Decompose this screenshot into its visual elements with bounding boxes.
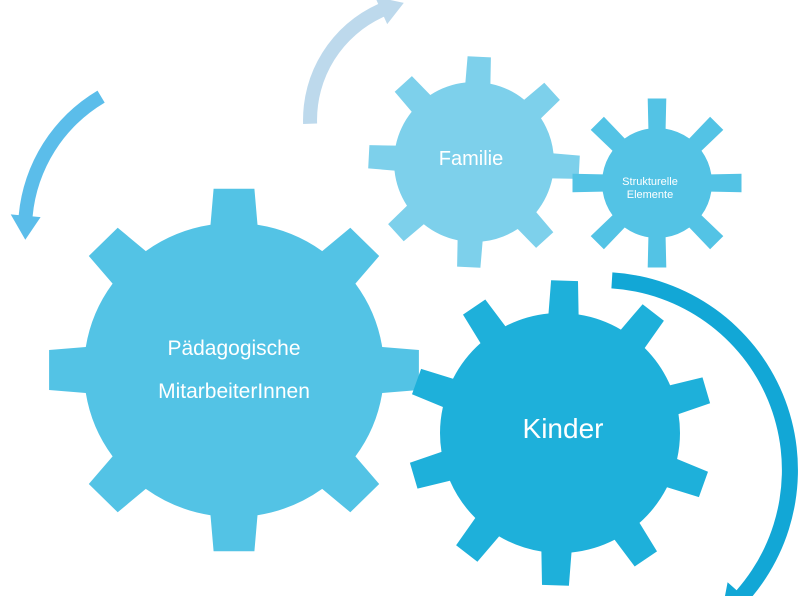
gear-paedagogische-mitarbeiterinnen: Pädagogische MitarbeiterInnen bbox=[49, 188, 419, 552]
gear-familie: Familie bbox=[368, 56, 580, 268]
gear-paedagogische-label-line2: MitarbeiterInnen bbox=[158, 380, 310, 403]
gear-paedagogische-label-line1: Pädagogische bbox=[167, 337, 300, 360]
arrow-left-icon bbox=[10, 90, 105, 240]
gear-kinder: Kinder bbox=[409, 280, 711, 586]
gear-kinder-icon bbox=[409, 280, 711, 586]
gear-kinder-label: Kinder bbox=[523, 413, 604, 444]
gear-strukturelle-elemente: Strukturelle Elemente bbox=[572, 98, 742, 268]
arrow-right bbox=[611, 272, 798, 596]
gear-strukturelle-label-line2: Elemente bbox=[627, 189, 673, 201]
gear-strukturelle-label-line1: Strukturelle bbox=[622, 176, 678, 188]
gear-familie-label: Familie bbox=[439, 148, 503, 170]
arrow-left bbox=[10, 90, 105, 240]
arrow-top-icon bbox=[303, 0, 404, 124]
gear-strukturelle-icon bbox=[572, 98, 742, 268]
arrow-right-icon bbox=[611, 272, 798, 596]
gear-paedagogische-icon bbox=[49, 188, 419, 552]
arrow-top bbox=[303, 0, 404, 124]
gear-familie-icon bbox=[368, 56, 580, 268]
